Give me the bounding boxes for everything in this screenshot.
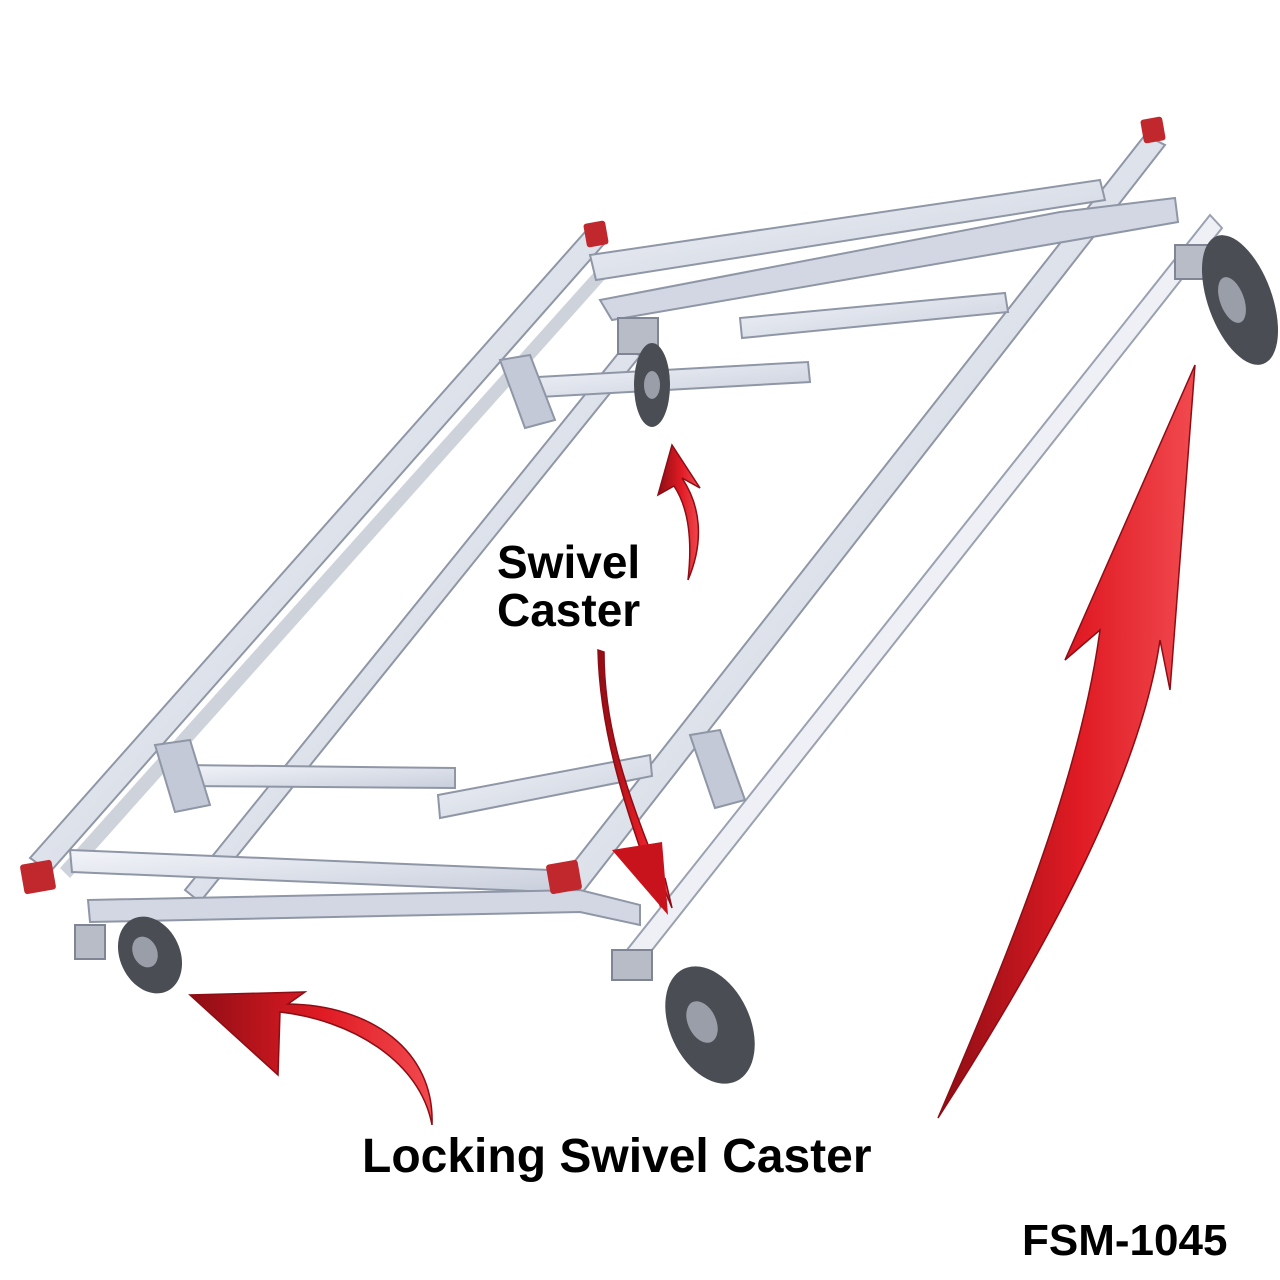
caster-top-right	[1174, 235, 1279, 365]
arrow-to-top-right-caster	[937, 364, 1196, 1119]
top-cross-members	[498, 178, 1180, 430]
end-cap-bottom-middle	[546, 859, 582, 895]
caster-top-middle	[617, 317, 670, 427]
model-number-label: FSM-1045	[1022, 1216, 1228, 1265]
arrow-to-bottom-left-caster	[188, 991, 433, 1126]
bottom-cross-members	[68, 728, 747, 927]
swivel-caster-label: Swivel Caster	[497, 538, 640, 635]
swivel-caster-label-line1: Swivel	[497, 536, 641, 588]
end-cap-bottom-left	[20, 859, 56, 895]
locking-swivel-caster-label: Locking Swivel Caster	[362, 1130, 872, 1183]
caster-bottom-middle	[611, 949, 755, 1084]
arrow-to-top-caster	[656, 443, 701, 581]
caster-bottom-left	[74, 916, 183, 994]
arrow-to-bottom-middle-caster	[597, 648, 673, 915]
swivel-caster-label-line2: Caster	[497, 584, 641, 637]
end-cap-top-right	[1140, 116, 1166, 144]
end-caps	[20, 116, 1166, 895]
end-cap-top-left	[583, 220, 609, 248]
